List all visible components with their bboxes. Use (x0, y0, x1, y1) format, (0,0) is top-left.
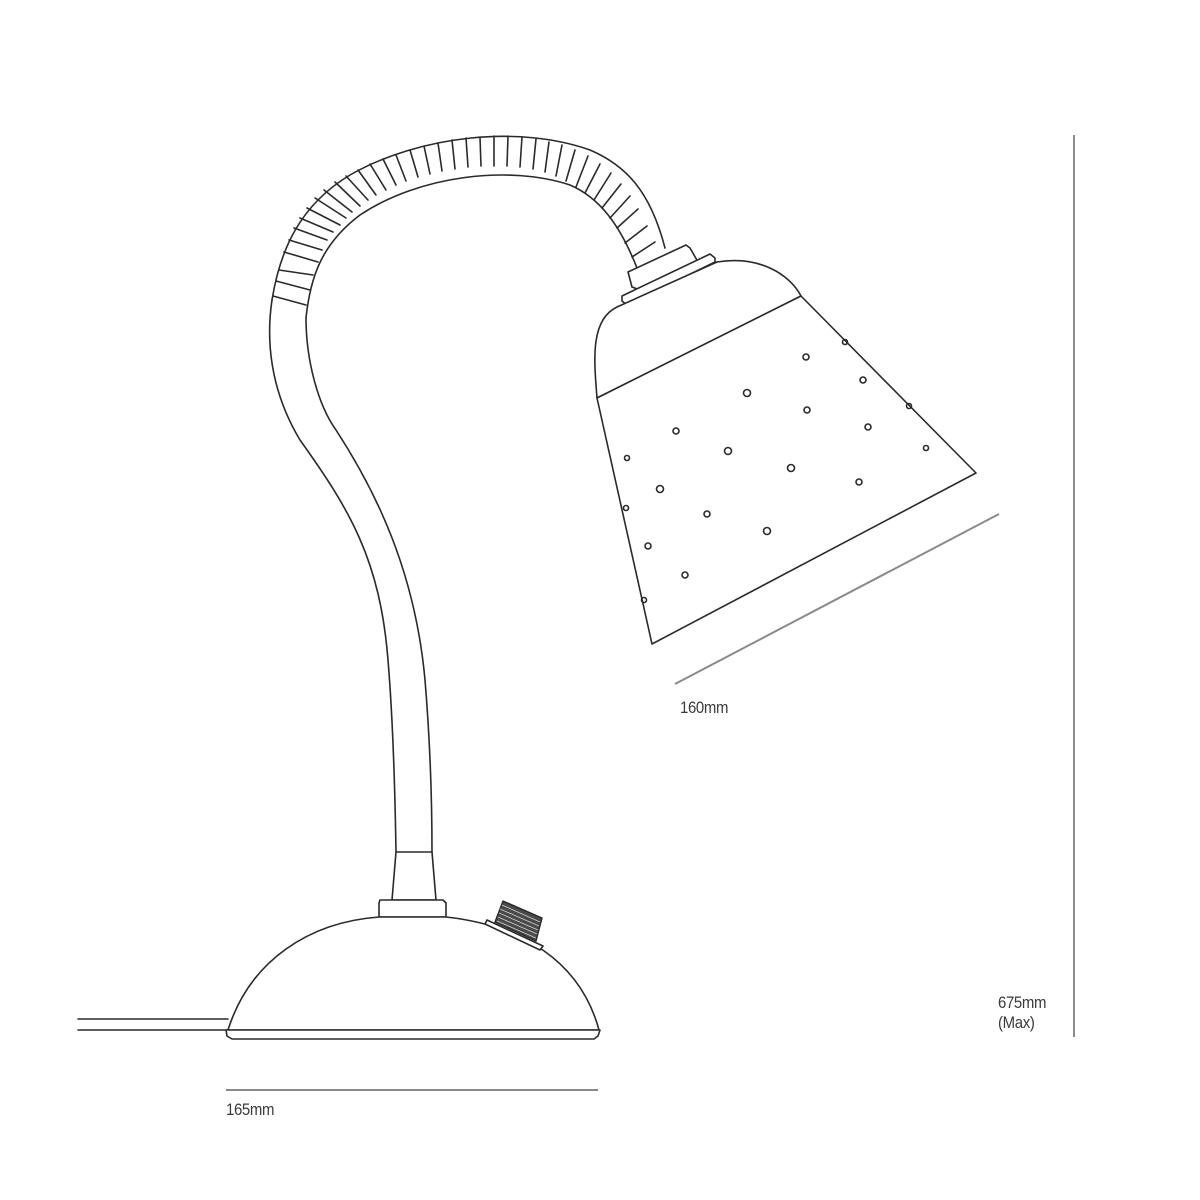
base-width-label: 165mm (226, 1100, 275, 1119)
height-qualifier-label: (Max) (998, 1013, 1035, 1032)
power-cable (77, 1018, 229, 1031)
shade-perforations (622, 338, 930, 604)
stem (268, 299, 433, 853)
height-label: 675mm (998, 993, 1047, 1012)
shade (594, 244, 977, 645)
flexible-neck (271, 135, 666, 319)
base (225, 851, 601, 1040)
shade-width-label: 160mm (680, 698, 729, 717)
shade-dimension-line (674, 513, 1000, 685)
dimmer-knob (484, 900, 544, 951)
